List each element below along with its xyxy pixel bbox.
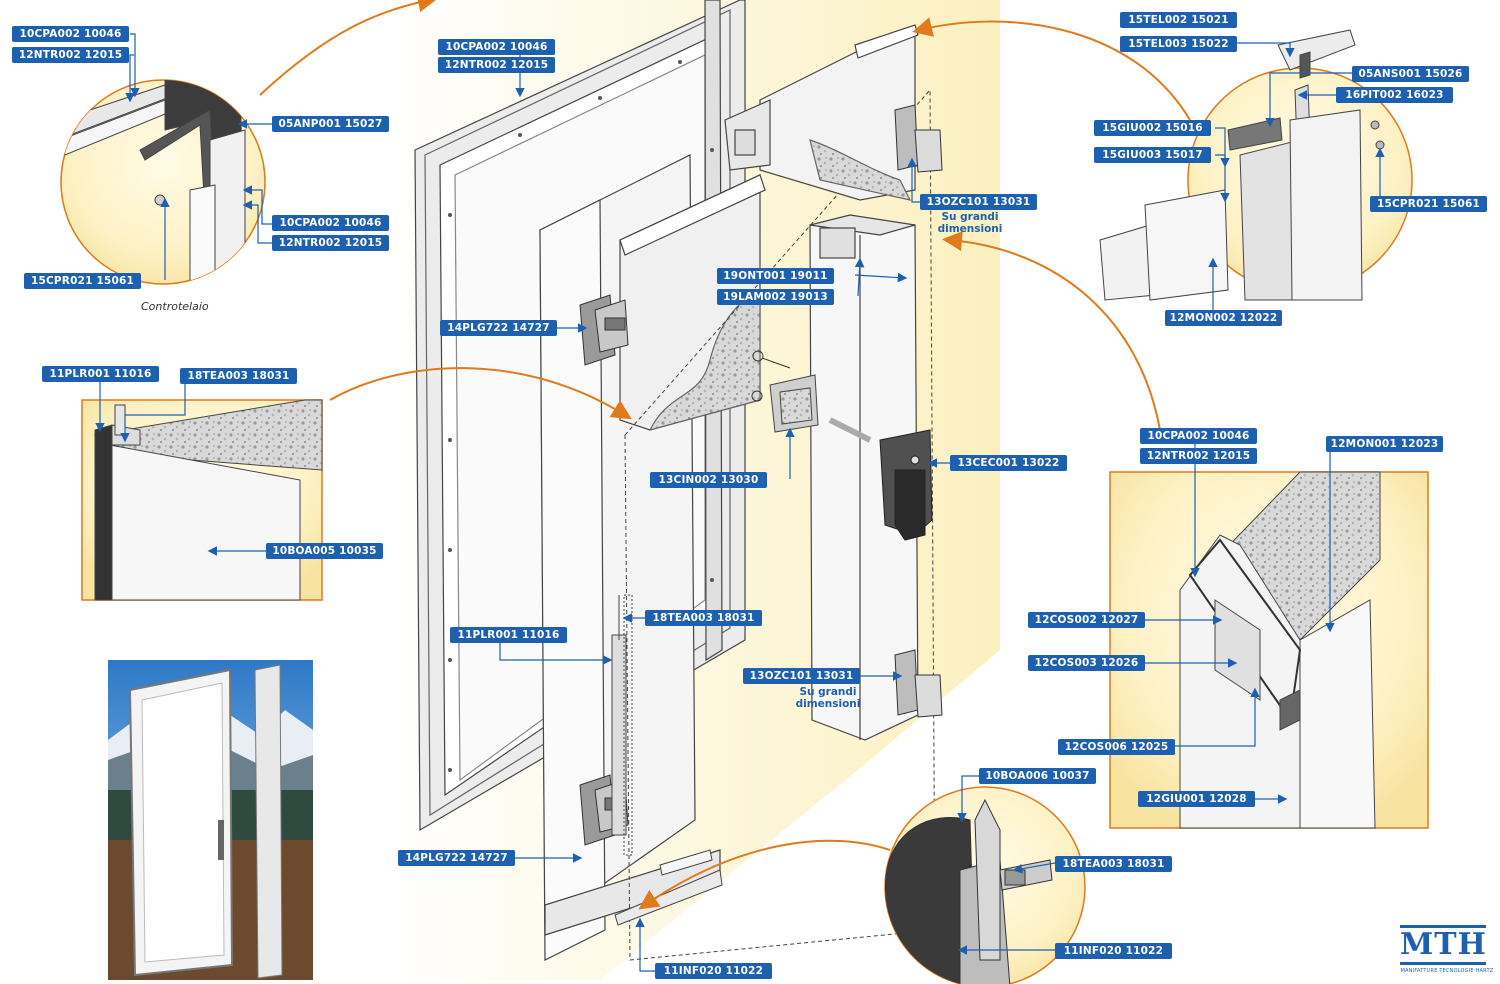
insert-lock bbox=[751, 350, 819, 433]
part-label: 13OZC101 13031 bbox=[743, 668, 860, 684]
part-label: 18TEA003 18031 bbox=[180, 368, 297, 384]
detail-box-right bbox=[1109, 471, 1429, 829]
detail-circle-bottom bbox=[884, 786, 1086, 984]
leader-lines bbox=[95, 33, 1385, 972]
door-leaf bbox=[539, 154, 766, 961]
cam-hinge-lower bbox=[894, 649, 943, 718]
part-label: 11PLR001 11016 bbox=[450, 627, 567, 643]
part-label: 11PLR001 11016 bbox=[42, 366, 159, 382]
photo-inset bbox=[108, 660, 313, 980]
part-label: 15TEL002 15021 bbox=[1120, 12, 1237, 28]
part-label: 12MON001 12023 bbox=[1326, 436, 1443, 452]
logo-subtitle: MANIFATTURE TECNOLOGIE HARTZ bbox=[1400, 968, 1494, 974]
detail-arrows bbox=[259, 0, 1191, 910]
part-label: 10BOA005 10035 bbox=[266, 543, 383, 559]
part-label: 14PLG722 14727 bbox=[440, 320, 557, 336]
part-label: 15CPR021 15061 bbox=[24, 273, 141, 289]
part-label: 13CIN002 13030 bbox=[650, 472, 767, 488]
detail-circle-corner bbox=[60, 79, 266, 285]
part-label: 11INF020 11022 bbox=[1055, 943, 1172, 959]
part-label: 10CPA002 10046 bbox=[272, 215, 389, 231]
part-label: 13CEC001 13022 bbox=[950, 455, 1067, 471]
size-note: Su grandi dimensioni bbox=[937, 211, 1003, 235]
part-label: 10CPA002 10046 bbox=[1140, 428, 1257, 444]
part-label: 12COS002 12027 bbox=[1028, 612, 1145, 628]
part-label: 12COS003 12026 bbox=[1028, 655, 1145, 671]
part-label: 05ANS001 15026 bbox=[1352, 66, 1469, 82]
part-label: 16PIT002 16023 bbox=[1336, 87, 1453, 103]
part-label: 10CPA002 10046 bbox=[438, 39, 555, 55]
mth-logo: MTH MANIFATTURE TECNOLOGIE HARTZ bbox=[1398, 925, 1496, 981]
detail-circle-topright bbox=[1099, 29, 1413, 301]
part-label: 15GIU002 15016 bbox=[1094, 120, 1211, 136]
detail-box-left bbox=[81, 399, 323, 601]
top-profile-block bbox=[724, 24, 919, 201]
vertical-profile bbox=[809, 214, 919, 741]
logo-mark: MTH bbox=[1400, 925, 1486, 965]
leaf-dashed-outline bbox=[624, 88, 936, 961]
part-label: 12GIU001 12028 bbox=[1138, 791, 1255, 807]
part-label: 14PLG722 14727 bbox=[398, 850, 515, 866]
part-label: 19ONT001 19011 bbox=[717, 268, 834, 284]
part-label: 15CPR021 15061 bbox=[1370, 196, 1487, 212]
threshold bbox=[614, 849, 723, 926]
size-note: Su grandi dimensioni bbox=[795, 686, 861, 710]
part-label: 12MON002 12022 bbox=[1165, 310, 1282, 326]
part-label: 12NTR002 12015 bbox=[1140, 448, 1257, 464]
part-label: 18TEA003 18031 bbox=[645, 610, 762, 626]
part-label: 12NTR002 12015 bbox=[12, 47, 129, 63]
cam-hinge-upper bbox=[894, 104, 943, 173]
gasket-rail bbox=[611, 594, 633, 856]
part-label: 13OZC101 13031 bbox=[920, 194, 1037, 210]
part-label: 11INF020 11022 bbox=[655, 963, 772, 979]
part-label: 12NTR002 12015 bbox=[272, 235, 389, 251]
part-label: 15TEL003 15022 bbox=[1120, 36, 1237, 52]
lock-body bbox=[828, 417, 933, 541]
part-label: 12COS006 12025 bbox=[1058, 739, 1175, 755]
part-label: 18TEA003 18031 bbox=[1055, 856, 1172, 872]
part-label: 10CPA002 10046 bbox=[12, 26, 129, 42]
part-label: 10BOA006 10037 bbox=[979, 768, 1096, 784]
frame-caption: Controtelaio bbox=[141, 300, 209, 313]
part-label: 05ANP001 15027 bbox=[272, 116, 389, 132]
part-label: 19LAM002 19013 bbox=[717, 289, 834, 305]
part-label: 12NTR002 12015 bbox=[438, 57, 555, 73]
upper-hinge bbox=[579, 294, 629, 366]
part-label: 15GIU003 15017 bbox=[1094, 147, 1211, 163]
